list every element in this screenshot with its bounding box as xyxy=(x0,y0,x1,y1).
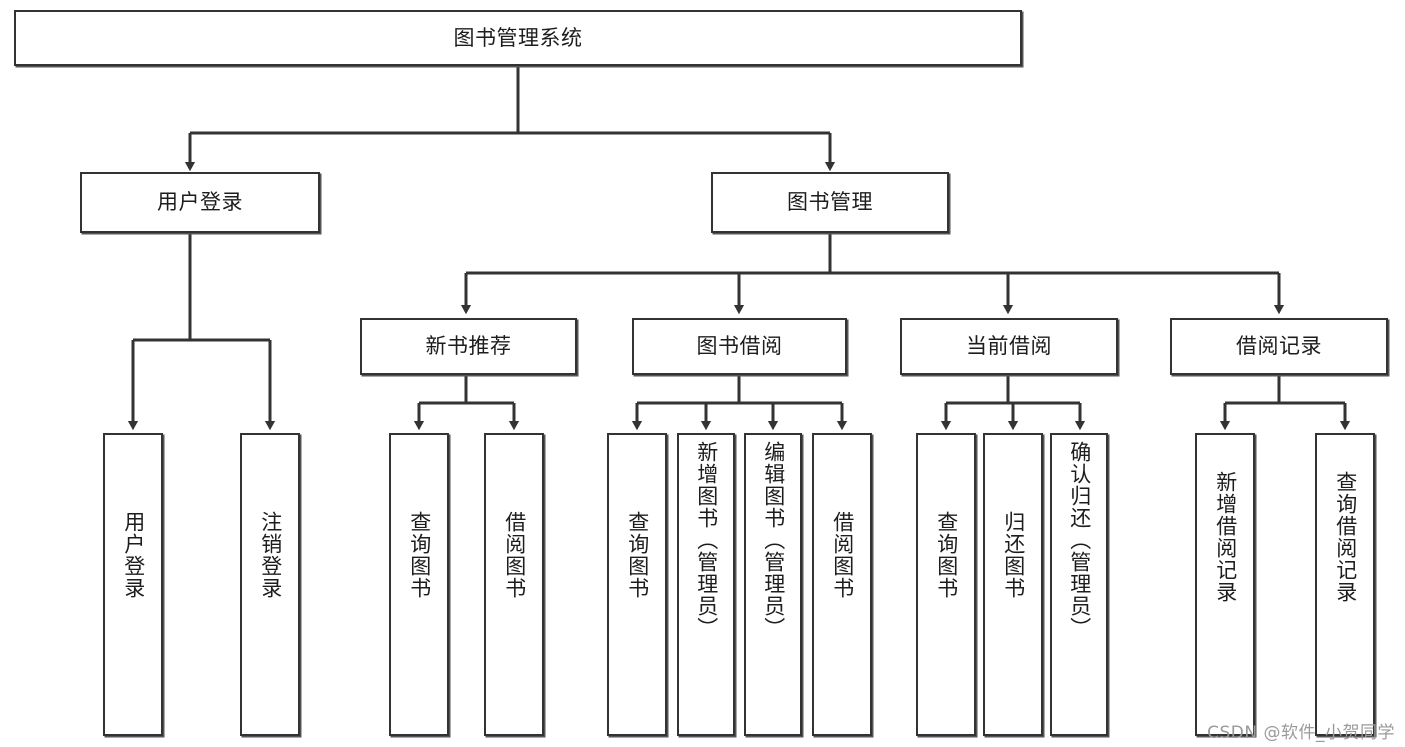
leaf-borrow-book-1[interactable]: 借阅图书 xyxy=(484,433,544,736)
leaf-user-login[interactable]: 用户登录 xyxy=(103,433,163,736)
leaf-query-book-1-label: 查询图书 xyxy=(407,511,432,599)
leaf-confirm-return[interactable]: 确认归还（管理员） xyxy=(1050,433,1108,736)
leaf-add-record-label: 新增借阅记录 xyxy=(1213,471,1238,603)
node-book-manage-label: 图书管理 xyxy=(787,190,873,215)
node-book-borrow[interactable]: 图书借阅 xyxy=(632,318,847,375)
node-current-borrow-label: 当前借阅 xyxy=(966,334,1052,359)
leaf-return-book-label: 归还图书 xyxy=(1001,511,1026,599)
leaf-user-login-label: 用户登录 xyxy=(121,511,146,599)
leaf-logout-label: 注销登录 xyxy=(258,511,283,599)
leaf-query-record[interactable]: 查询借阅记录 xyxy=(1315,433,1375,736)
leaf-add-book[interactable]: 新增图书（管理员） xyxy=(677,433,735,736)
leaf-query-book-2-label: 查询图书 xyxy=(625,511,650,599)
leaf-edit-book-label: 编辑图书（管理员） xyxy=(761,441,786,639)
node-new-book-rec[interactable]: 新书推荐 xyxy=(360,318,577,375)
node-borrow-record-label: 借阅记录 xyxy=(1236,334,1322,359)
leaf-borrow-book-1-label: 借阅图书 xyxy=(502,511,527,599)
node-current-borrow[interactable]: 当前借阅 xyxy=(900,318,1118,375)
node-user-login[interactable]: 用户登录 xyxy=(80,172,320,233)
leaf-add-book-label: 新增图书（管理员） xyxy=(694,441,719,639)
leaf-query-record-label: 查询借阅记录 xyxy=(1333,471,1358,603)
node-root-label: 图书管理系统 xyxy=(453,25,583,50)
leaf-query-book-2[interactable]: 查询图书 xyxy=(607,433,667,736)
csdn-watermark: CSDN @软件_小贺同学 xyxy=(1207,723,1395,743)
leaf-logout[interactable]: 注销登录 xyxy=(240,433,300,736)
node-book-manage[interactable]: 图书管理 xyxy=(711,172,949,233)
leaf-borrow-book-2-label: 借阅图书 xyxy=(830,511,855,599)
leaf-query-book-3-label: 查询图书 xyxy=(934,511,959,599)
node-user-login-label: 用户登录 xyxy=(157,190,243,215)
leaf-confirm-return-label: 确认归还（管理员） xyxy=(1067,441,1092,639)
node-book-borrow-label: 图书借阅 xyxy=(696,334,783,359)
leaf-query-book-3[interactable]: 查询图书 xyxy=(916,433,976,736)
leaf-borrow-book-2[interactable]: 借阅图书 xyxy=(812,433,872,736)
node-borrow-record[interactable]: 借阅记录 xyxy=(1170,318,1388,375)
leaf-return-book[interactable]: 归还图书 xyxy=(983,433,1043,736)
node-new-book-rec-label: 新书推荐 xyxy=(425,334,512,359)
leaf-edit-book[interactable]: 编辑图书（管理员） xyxy=(744,433,802,736)
leaf-add-record[interactable]: 新增借阅记录 xyxy=(1195,433,1255,736)
leaf-query-book-1[interactable]: 查询图书 xyxy=(389,433,449,736)
node-root[interactable]: 图书管理系统 xyxy=(14,10,1022,66)
